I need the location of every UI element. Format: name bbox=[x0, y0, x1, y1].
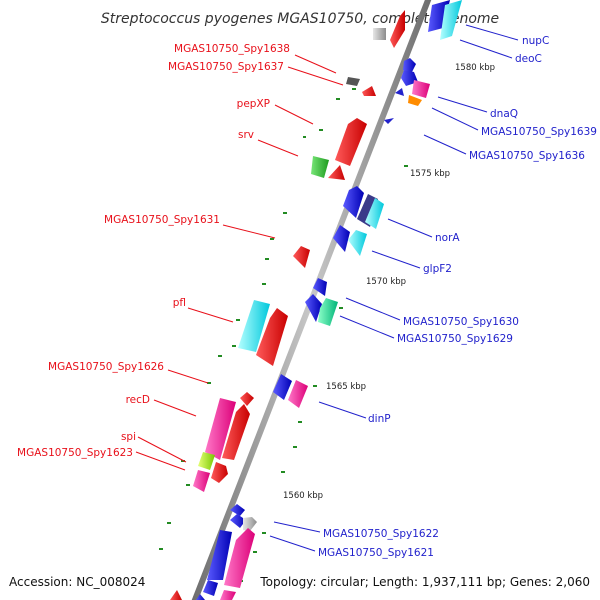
gene-glyph bbox=[384, 118, 394, 124]
left-gene-labels: MGAS10750_Spy1638 MGAS10750_Spy1637 pepX… bbox=[17, 43, 290, 459]
gene-glyph bbox=[205, 398, 236, 460]
gene-label[interactable]: norA bbox=[435, 232, 460, 244]
right-gene-labels: nupC deoC dnaQ MGAS10750_Spy1639 MGAS107… bbox=[318, 35, 597, 559]
gene-glyph bbox=[293, 246, 310, 268]
gene-glyph bbox=[348, 230, 367, 256]
gene-glyph bbox=[357, 194, 378, 227]
gene-glyph bbox=[412, 80, 430, 98]
gene-glyph bbox=[193, 470, 210, 492]
gene-glyph bbox=[203, 580, 218, 596]
gene-glyph bbox=[395, 88, 404, 96]
gene-glyph bbox=[390, 10, 405, 48]
gene-glyph bbox=[311, 156, 329, 178]
gene-glyph bbox=[318, 298, 338, 326]
left-leader-lines bbox=[135, 54, 344, 471]
gene-glyph bbox=[328, 165, 345, 180]
gene-label[interactable]: pepXP bbox=[237, 98, 270, 110]
gene-label[interactable]: glpF2 bbox=[423, 263, 452, 275]
gene-label[interactable]: MGAS10750_Spy1626 bbox=[48, 361, 164, 373]
gene-glyph bbox=[196, 594, 205, 600]
gene-glyph bbox=[288, 380, 308, 408]
gene-label[interactable]: spi bbox=[121, 431, 136, 443]
gene-glyph bbox=[230, 504, 245, 516]
gene-glyph bbox=[333, 225, 350, 252]
gene-glyph bbox=[256, 308, 288, 366]
gene-glyph bbox=[273, 374, 292, 400]
gene-glyph bbox=[238, 300, 270, 352]
accession-text: Accession: NC_008024 bbox=[9, 575, 145, 589]
topology-text: Topology: circular; Length: 1,937,111 bp… bbox=[259, 575, 590, 589]
gene-glyph bbox=[222, 404, 250, 460]
gene-label[interactable]: dinP bbox=[368, 413, 391, 425]
gene-label[interactable]: MGAS10750_Spy1631 bbox=[104, 214, 220, 226]
gene-glyph bbox=[408, 95, 422, 106]
kbp-labels: 1580 kbp 1575 kbp 1570 kbp 1565 kbp 1560… bbox=[283, 63, 495, 501]
gene-label[interactable]: dnaQ bbox=[490, 108, 518, 120]
gene-label[interactable]: MGAS10750_Spy1622 bbox=[323, 528, 439, 540]
gene-label[interactable]: MGAS10750_Spy1621 bbox=[318, 547, 434, 559]
gene-label[interactable]: MGAS10750_Spy1639 bbox=[481, 126, 597, 138]
gene-glyph bbox=[220, 590, 236, 600]
gene-label[interactable]: srv bbox=[238, 129, 254, 141]
gene-label[interactable]: nupC bbox=[522, 35, 549, 47]
gene-glyph bbox=[240, 392, 254, 406]
gene-glyph bbox=[305, 294, 322, 322]
gene-glyph bbox=[343, 186, 364, 218]
gene-glyph bbox=[403, 58, 416, 72]
kbp-label: 1575 kbp bbox=[410, 169, 450, 179]
gene-glyph bbox=[346, 77, 360, 86]
gene-features bbox=[170, 0, 462, 600]
gene-glyph bbox=[211, 462, 228, 483]
gene-label[interactable]: MGAS10750_Spy1629 bbox=[397, 333, 513, 345]
gene-label[interactable]: pfl bbox=[173, 297, 186, 309]
kbp-label: 1560 kbp bbox=[283, 491, 323, 501]
gene-glyph bbox=[313, 278, 327, 296]
gene-label[interactable]: MGAS10750_Spy1637 bbox=[168, 61, 284, 73]
gene-glyph bbox=[170, 590, 182, 600]
kbp-label: 1580 kbp bbox=[455, 63, 495, 73]
gene-glyph bbox=[207, 530, 232, 580]
kbp-label: 1565 kbp bbox=[326, 382, 366, 392]
gene-glyph bbox=[428, 0, 450, 32]
gene-glyph bbox=[224, 528, 255, 588]
gene-label[interactable]: MGAS10750_Spy1636 bbox=[469, 150, 585, 162]
gene-label[interactable]: deoC bbox=[515, 53, 542, 65]
gene-label[interactable]: MGAS10750_Spy1638 bbox=[174, 43, 290, 55]
gene-glyph bbox=[362, 86, 376, 96]
right-leader-lines bbox=[269, 24, 519, 552]
gene-label[interactable]: recD bbox=[126, 394, 150, 406]
gene-label[interactable]: MGAS10750_Spy1630 bbox=[403, 316, 519, 328]
gene-glyph bbox=[230, 514, 246, 528]
gene-glyph bbox=[440, 0, 462, 40]
gene-glyph bbox=[335, 118, 367, 166]
kbp-label: 1570 kbp bbox=[366, 277, 406, 287]
tick-marks bbox=[159, 88, 408, 582]
gene-label[interactable]: MGAS10750_Spy1623 bbox=[17, 447, 133, 459]
gene-glyph bbox=[365, 198, 384, 229]
gene-glyph bbox=[198, 452, 215, 470]
gene-glyph bbox=[373, 28, 386, 40]
gene-glyph bbox=[243, 517, 257, 531]
